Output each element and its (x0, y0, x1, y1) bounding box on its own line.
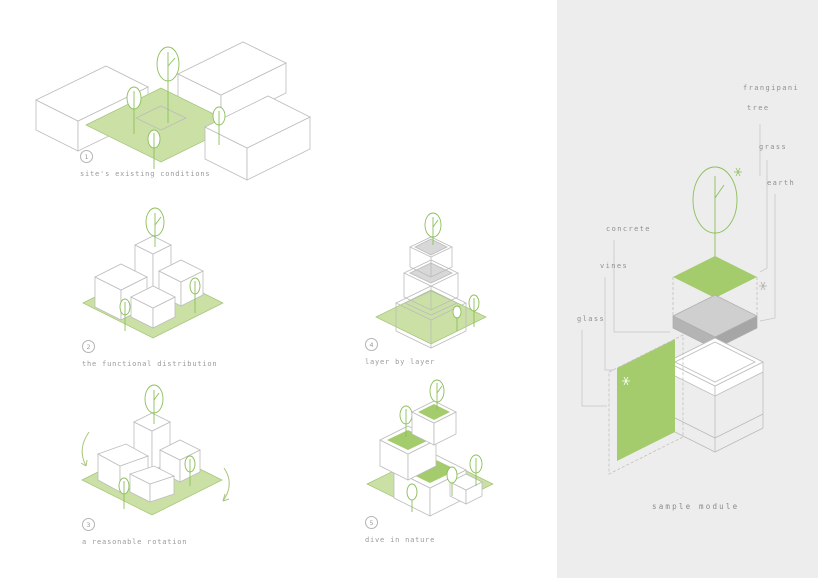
tree-icon (189, 277, 201, 313)
diagram-dive-in-nature (366, 379, 494, 517)
diagram-functional-distribution (82, 207, 224, 339)
label-earth: earth (767, 179, 796, 187)
green-base (375, 289, 487, 345)
label-frangipani-line2: tree (747, 104, 770, 112)
tree-icon (126, 86, 142, 134)
step-1-label: site's existing conditions (80, 170, 211, 178)
planter-box-icon (411, 400, 457, 446)
tree-icon (212, 106, 226, 145)
earth-slab (672, 294, 758, 350)
diagram-layer-by-layer (375, 212, 487, 349)
module-caption: sample module (652, 502, 740, 511)
step-2-number: 2 (82, 340, 95, 353)
vines-panel (617, 339, 675, 461)
glass-box-icon (409, 236, 453, 278)
building-slab-icon (204, 95, 311, 181)
step-5-label: dive in nature (365, 536, 436, 544)
label-vines: vines (600, 262, 629, 270)
tree-icon (147, 129, 161, 169)
rotation-arrow-icon (222, 467, 230, 502)
figure-5-caption: 5 dive in nature (365, 516, 435, 544)
step-4-label: layer by layer (365, 358, 436, 366)
step-5-number: 5 (365, 516, 378, 529)
tree-icon (469, 454, 483, 486)
diagram-site-existing-conditions (35, 41, 311, 181)
asterisk-icon (734, 167, 742, 177)
tree-icon (156, 46, 180, 123)
label-frangipani-line1: frangipani (743, 84, 800, 92)
step-4-number: 4 (365, 338, 378, 351)
tree-icon (429, 379, 445, 410)
label-grass: grass (759, 143, 788, 151)
volume-box-icon (130, 285, 176, 329)
glass-pane (608, 334, 684, 475)
label-glass: glass (577, 315, 606, 323)
tree-icon (424, 212, 442, 245)
asterisk-icon (759, 281, 767, 291)
figure-3-caption: 3 a reasonable rotation (82, 518, 187, 546)
step-2-label: the functional distribution (82, 360, 218, 368)
tree-icon (452, 305, 462, 331)
tree-icon (468, 294, 480, 327)
step-1-number: 1 (80, 150, 93, 163)
concrete-tray (666, 337, 764, 397)
step-3-label: a reasonable rotation (82, 538, 188, 546)
asterisk-icon (622, 376, 630, 386)
glass-box-icon (395, 285, 467, 349)
rotated-box-icon (128, 465, 176, 503)
grass-layer (673, 256, 757, 298)
tree-icon (184, 455, 196, 486)
step-3-number: 3 (82, 518, 95, 531)
diagram-sample-module (581, 124, 776, 475)
figure-2-caption: 2 the functional distribution (82, 340, 217, 368)
tree-icon (119, 298, 131, 331)
diagram-reasonable-rotation (80, 384, 230, 516)
tree-icon (144, 384, 164, 424)
tree-icon (118, 477, 130, 509)
tree-icon (406, 483, 418, 512)
tree-icon (446, 466, 458, 496)
volume-box-icon (449, 473, 483, 505)
rotation-arrow-icon (80, 431, 90, 467)
sample-module-panel: frangipani tree grass earth concrete vin… (557, 0, 818, 578)
tree-icon (145, 207, 165, 247)
label-concrete: concrete (606, 225, 651, 233)
figure-4-caption: 4 layer by layer (365, 338, 435, 366)
figure-1-caption: 1 site's existing conditions (80, 150, 210, 178)
leader-lines (581, 124, 776, 407)
